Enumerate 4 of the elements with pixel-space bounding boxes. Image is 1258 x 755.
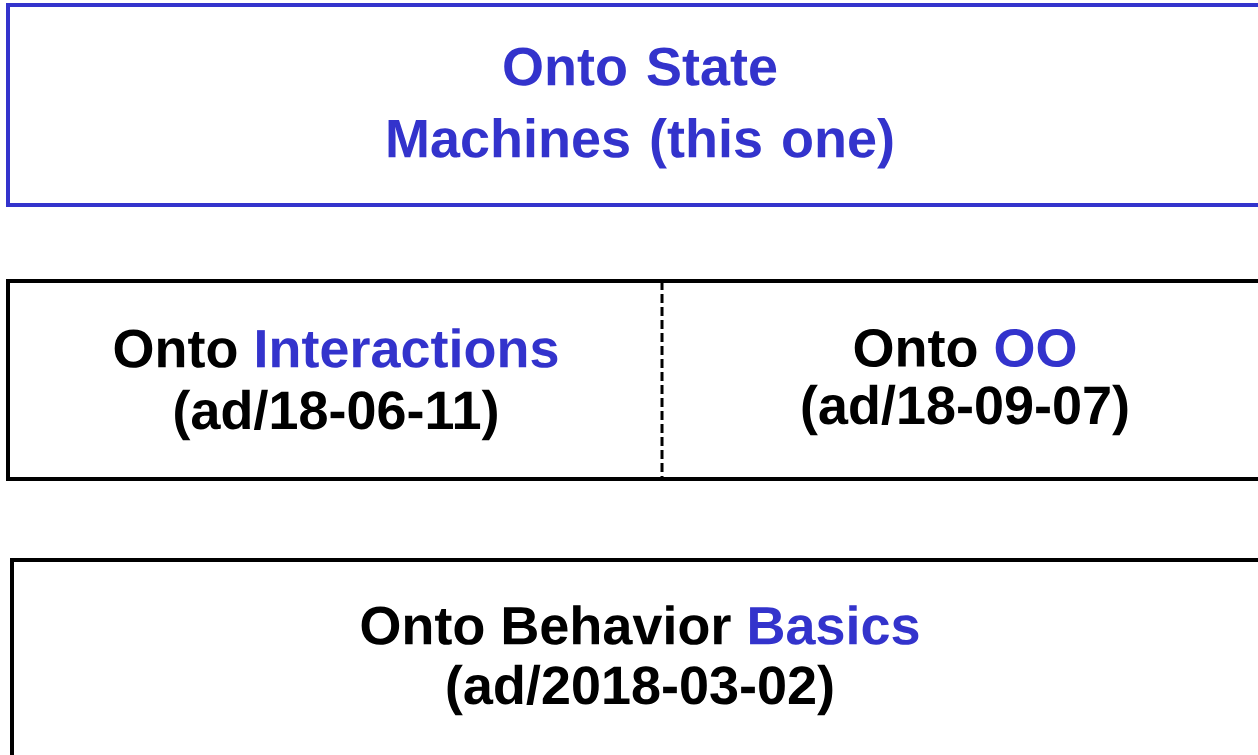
text-box: Onto Behavior Basics (ad/2018-03-02) (10, 558, 1258, 755)
text-box: Onto State Machines (this one) (6, 3, 1258, 207)
text-box: Onto OO (ad/18-09-07) (660, 279, 1258, 481)
text-box: Onto Interactions (ad/18-06-11) (6, 279, 662, 481)
